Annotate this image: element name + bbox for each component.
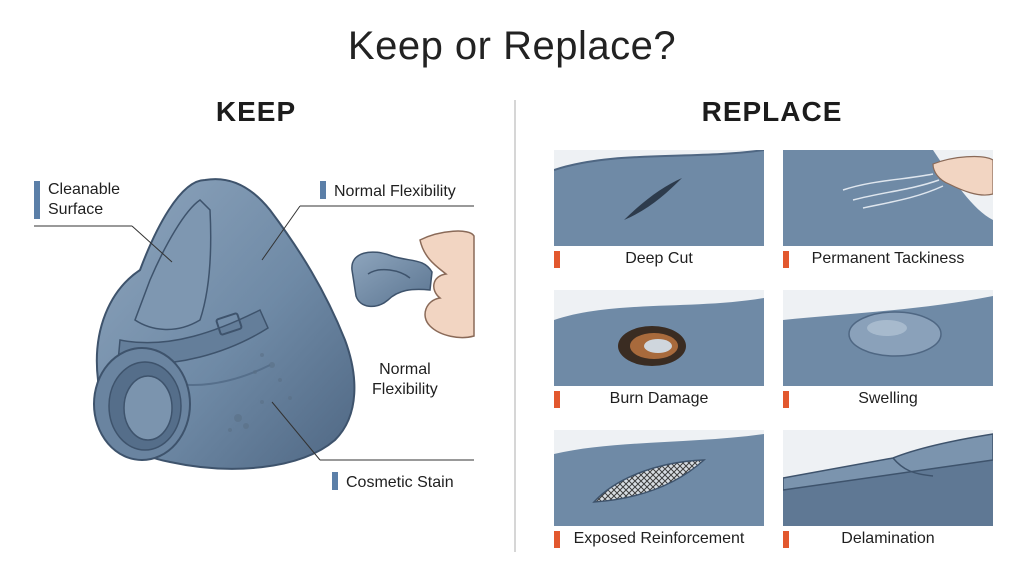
label-flex-side-line1: Normal (379, 361, 431, 378)
hand-illustration (419, 230, 475, 339)
card-label: Burn Damage (609, 390, 709, 407)
respirator-mask-illustration (34, 178, 475, 470)
label-flex-top-text: Normal Flexibility (334, 183, 456, 200)
card-label: Swelling (858, 390, 918, 407)
keep-marker (34, 181, 40, 219)
replace-marker (554, 531, 560, 548)
replace-card-swelling: Swelling (783, 290, 993, 412)
keep-marker (332, 472, 338, 490)
strap-buckle (215, 312, 243, 336)
mask-front-panel (134, 199, 212, 331)
label-stain-text: Cosmetic Stain (346, 474, 454, 491)
label-flex-side-line2: Flexibility (372, 381, 438, 398)
replace-card-exposed-reinforcement: Exposed Reinforcement (554, 430, 764, 552)
label-cosmetic-stain: Cosmetic Stain (332, 472, 454, 493)
section-divider (514, 100, 516, 552)
replace-marker (554, 251, 560, 268)
label-cleanable-surface: Cleanable Surface (34, 180, 120, 220)
page-title: Keep or Replace? (347, 24, 677, 68)
cosmetic-stain-marks (228, 353, 292, 432)
replace-marker (783, 531, 789, 548)
card-label: Permanent Tackiness (811, 250, 965, 267)
replace-card-burn-damage: Burn Damage (554, 290, 764, 412)
burn-damage-image (554, 290, 764, 386)
deep-cut-image (554, 150, 764, 246)
keep-heading: KEEP (215, 96, 297, 127)
label-cleanable-line1: Cleanable (48, 181, 121, 198)
swelling-image (783, 290, 993, 386)
delamination-image (783, 430, 993, 526)
replace-marker (783, 251, 789, 268)
card-label: Deep Cut (625, 250, 693, 267)
replace-heading: REPLACE (701, 96, 843, 127)
card-label: Delamination (841, 530, 935, 547)
replace-marker (554, 391, 560, 408)
card-label: Exposed Reinforcement (573, 530, 745, 547)
mask-port-inner (123, 375, 173, 441)
replace-marker (783, 391, 789, 408)
label-normal-flexibility-top: Normal Flexibility (320, 181, 456, 202)
flexibility-sample (351, 251, 433, 308)
keep-marker (320, 181, 326, 199)
exposed-reinforcement-image (554, 430, 764, 526)
tackiness-image (783, 150, 993, 246)
replace-card-permanent-tackiness: Permanent Tackiness (783, 150, 993, 272)
label-cleanable-line2: Surface (48, 201, 104, 218)
replace-card-deep-cut: Deep Cut (554, 150, 764, 272)
replace-card-delamination: Delamination (783, 430, 993, 552)
